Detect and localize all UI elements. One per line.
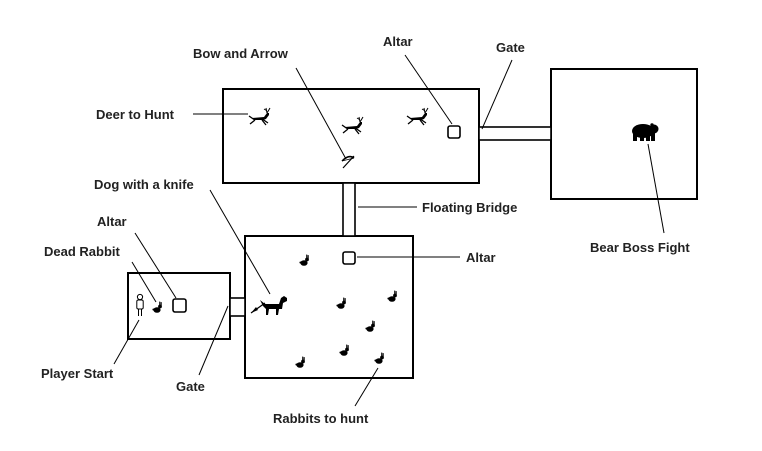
altar-icon (447, 125, 461, 139)
knife-icon (251, 307, 258, 313)
dead-rabbit-label: Dead Rabbit (44, 244, 121, 259)
player-icon (136, 293, 144, 316)
altar-icon (172, 298, 187, 313)
gate-bottom-label: Gate (176, 379, 205, 394)
gate-corridor-top (478, 126, 552, 141)
player-start-label: Player Start (41, 366, 114, 381)
dog-icon (260, 296, 287, 315)
rabbits-to-hunt-label: Rabbits to hunt (273, 411, 369, 426)
leader-player (113, 319, 140, 365)
leader-dead-rabbit (131, 261, 157, 303)
leader-bow (295, 67, 347, 160)
deer-room (222, 88, 480, 184)
gate-corridor-bottom (229, 297, 246, 317)
leader-gate-bottom (198, 305, 229, 376)
altar-center-label: Altar (466, 250, 496, 265)
leader-gate-top (481, 59, 513, 130)
dog-with-knife-label: Dog with a knife (94, 177, 194, 192)
leader-rabbits (354, 367, 379, 407)
leader-bear (647, 143, 665, 234)
leader-dog (209, 189, 271, 295)
bow-and-arrow-icon (341, 155, 355, 169)
bear-boss-fight-label: Bear Boss Fight (590, 240, 690, 255)
floating-bridge-label: Floating Bridge (422, 200, 517, 215)
bear-icon (632, 123, 659, 141)
leader-altar-top (404, 54, 453, 125)
altar-icon (342, 251, 356, 265)
gate-top-label: Gate (496, 40, 525, 55)
bow-and-arrow-label: Bow and Arrow (193, 46, 289, 61)
leader-altar-left (134, 232, 177, 299)
altar-left-label: Altar (97, 214, 127, 229)
altar-top-label: Altar (383, 34, 413, 49)
floating-bridge (342, 182, 356, 237)
bear-boss-room (550, 68, 698, 200)
deer-to-hunt-label: Deer to Hunt (96, 107, 175, 122)
